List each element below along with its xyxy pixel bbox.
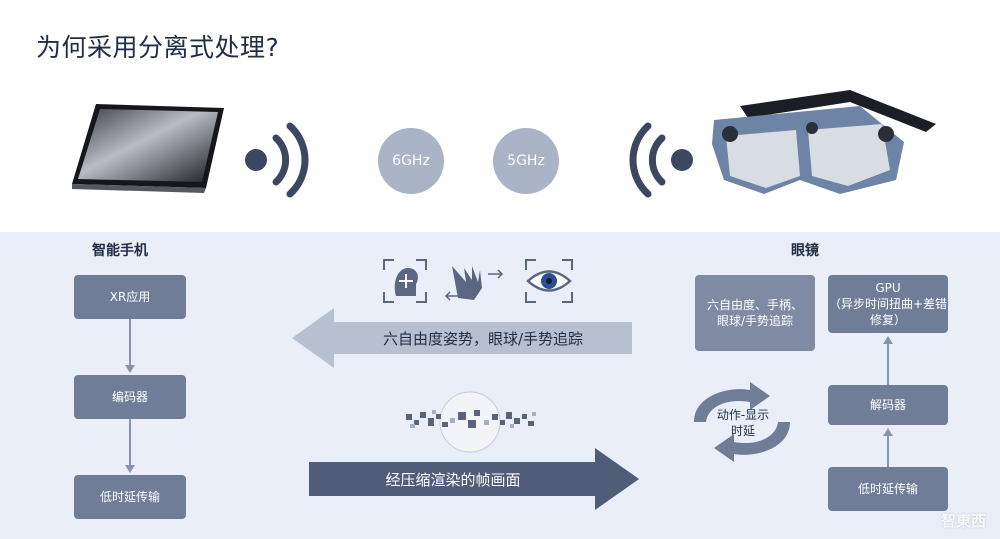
xr-app-box: XR应用 (74, 275, 186, 319)
gpu-title: GPU (875, 280, 901, 295)
connector-line (129, 419, 131, 469)
up-arrow-icon (883, 336, 893, 344)
compressed-frames-label: 经压缩渲染的帧画面 (385, 470, 521, 489)
wireless-signal-right-icon (629, 122, 693, 198)
hand-gesture-icon (444, 266, 504, 301)
eye-tracking-icon (525, 259, 573, 303)
glasses-section-label: 眼镜 (791, 243, 819, 259)
up-arrow-icon (883, 428, 893, 436)
frequency-6ghz-badge: 6GHz (378, 128, 444, 194)
cycle-label: 动作-显示时延 (716, 408, 770, 438)
head-tracking-icon (383, 259, 427, 303)
tracking-box: 六自由度、手柄、眼球/手势追踪 (695, 275, 815, 351)
connector-line (887, 343, 889, 385)
motion-display-latency-cycle-icon (694, 382, 790, 462)
wireless-signal-left-icon (245, 122, 309, 198)
phone-section-label: 智能手机 (92, 243, 148, 259)
xr-glasses-image (712, 90, 936, 194)
frequency-5ghz-badge: 5GHz (493, 128, 559, 194)
down-arrow-icon (125, 365, 135, 373)
glasses-low-latency-box: 低时延传输 (828, 467, 948, 511)
page-title: 为何采用分离式处理? (36, 33, 280, 62)
compressed-frame-graphic (406, 391, 536, 453)
connector-line (129, 319, 131, 369)
connector-line (887, 435, 889, 467)
down-arrow-icon (125, 465, 135, 473)
decoder-box: 解码器 (828, 385, 948, 425)
compressed-frames-arrow (309, 448, 639, 510)
low-latency-transfer-box: 低时延传输 (74, 475, 186, 519)
gpu-subtitle: （异步时间扭曲+差错修复） (828, 296, 948, 328)
tracking-data-label: 六自由度姿势，眼球/手势追踪 (382, 329, 584, 348)
tracking-data-arrow (292, 308, 632, 368)
encoder-box: 编码器 (74, 375, 186, 419)
gpu-box: GPU （异步时间扭曲+差错修复） (828, 275, 948, 333)
watermark-logo: 智東西 (940, 512, 986, 530)
smartphone-image (72, 104, 224, 193)
